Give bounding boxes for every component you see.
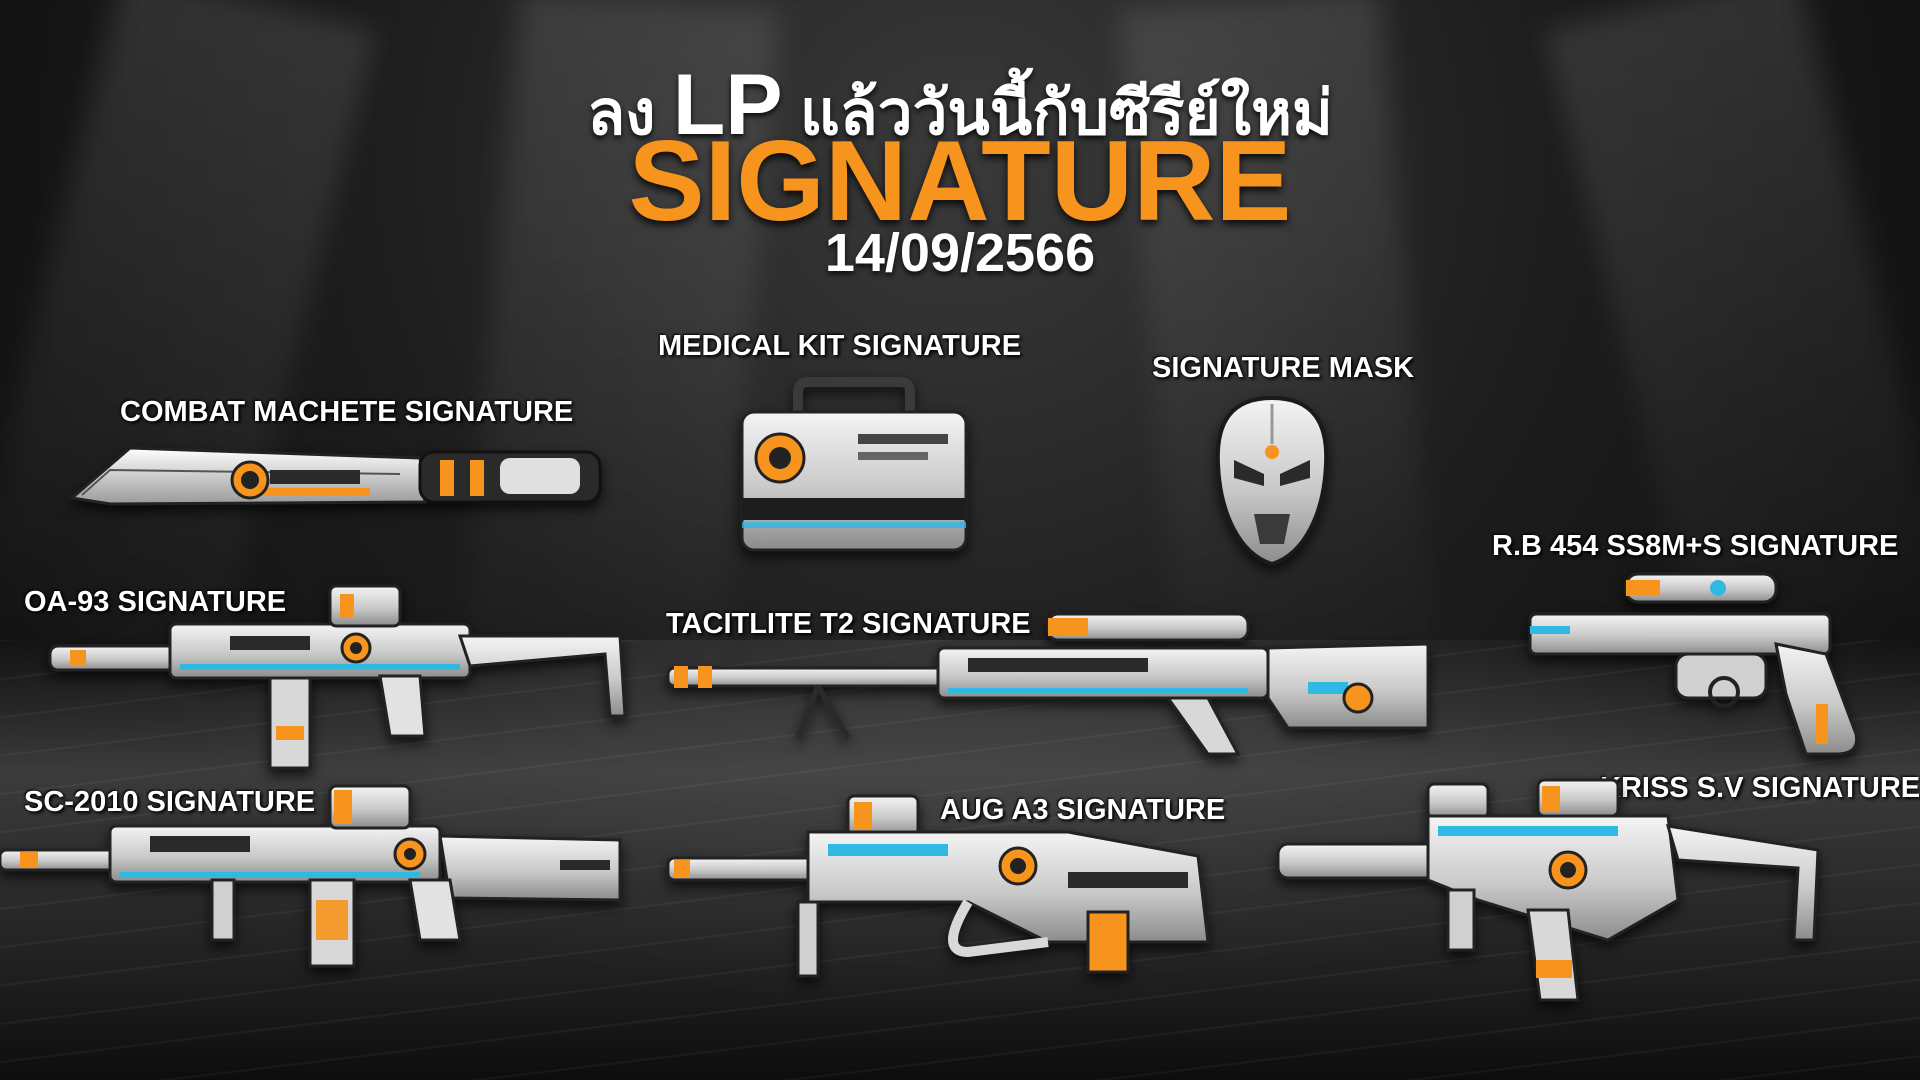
label-machete: COMBAT MACHETE SIGNATURE xyxy=(120,396,574,428)
combat-machete-image xyxy=(68,440,610,520)
label-sc2010: SC-2010 SIGNATURE xyxy=(24,786,316,818)
tacitlite-sniper-image xyxy=(666,608,1432,756)
label-aug: AUG A3 SIGNATURE xyxy=(940,794,1226,826)
kriss-smg-image xyxy=(1276,778,1838,1002)
headline-lp: LP xyxy=(672,57,783,153)
label-mask: SIGNATURE MASK xyxy=(1152,352,1415,384)
medical-kit-image xyxy=(738,377,970,554)
label-kriss: KRISS S.V SIGNATURE xyxy=(1600,772,1920,804)
label-revolver: R.B 454 SS8M+S SIGNATURE xyxy=(1492,530,1899,562)
label-medical-kit: MEDICAL KIT SIGNATURE xyxy=(658,330,1022,362)
label-tacitlite: TACITLITE T2 SIGNATURE xyxy=(666,608,1031,640)
headline: ลง LP แล้ววันนี้กับซีรีย์ใหม่ xyxy=(0,56,1920,162)
headline-prefix: ลง xyxy=(587,79,656,148)
revolver-image xyxy=(1526,572,1870,760)
label-oa93: OA-93 SIGNATURE xyxy=(24,586,287,618)
signature-mask-image xyxy=(1214,394,1330,568)
release-date: 14/09/2566 xyxy=(824,223,1096,283)
aug-rifle-image xyxy=(666,792,1210,982)
headline-suffix: แล้ววันนี้กับซีรีย์ใหม่ xyxy=(799,79,1333,148)
oa93-rifle-image xyxy=(48,576,630,772)
sc2010-rifle-image xyxy=(0,780,628,970)
series-title: SIGNATURE xyxy=(628,118,1292,245)
